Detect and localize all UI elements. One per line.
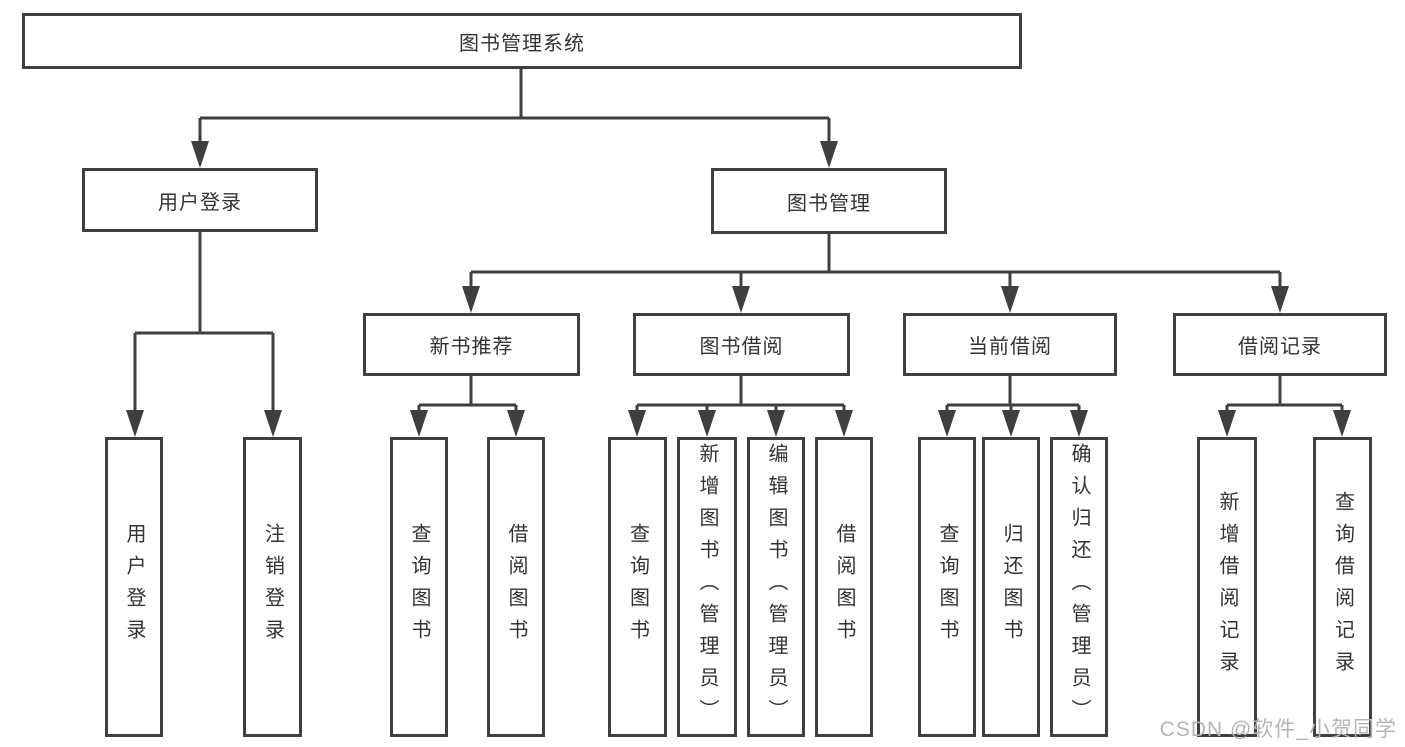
leaf-label: 用户登录 bbox=[123, 523, 145, 651]
node-book-borrow: 图书借阅 bbox=[633, 313, 850, 376]
leaf-label: 查询图书 bbox=[626, 523, 649, 651]
leaf-label: 归还图书 bbox=[1000, 523, 1022, 651]
node-label: 借阅记录 bbox=[1238, 336, 1322, 358]
leaf-label: 借阅图书 bbox=[505, 523, 527, 651]
node-label: 用户登录 bbox=[158, 191, 242, 214]
leaf-label: 编辑图书（管理员） bbox=[765, 443, 787, 731]
arrowhead bbox=[1002, 410, 1020, 437]
leaf-label: 确认归还（管理员） bbox=[1068, 443, 1090, 731]
node-label: 图书管理 bbox=[787, 192, 871, 215]
node-book-management: 图书管理 bbox=[711, 168, 947, 234]
arrowheads bbox=[126, 141, 1351, 437]
arrowhead bbox=[820, 141, 838, 168]
arrowhead bbox=[126, 410, 144, 437]
node-label: 当前借阅 bbox=[968, 336, 1052, 358]
leaf-query-books-recommend: 查询图书 bbox=[390, 437, 448, 737]
arrowhead bbox=[1070, 410, 1088, 437]
node-new-book-recommend: 新书推荐 bbox=[363, 313, 580, 376]
arrowhead bbox=[767, 410, 785, 437]
leaf-borrow-books-recommend: 借阅图书 bbox=[487, 437, 545, 737]
leaf-confirm-return-admin: 确认归还（管理员） bbox=[1050, 437, 1108, 737]
node-borrow-records: 借阅记录 bbox=[1173, 313, 1387, 376]
node-label: 图书管理系统 bbox=[459, 32, 585, 55]
arrowhead bbox=[410, 410, 428, 437]
tree-edges bbox=[133, 69, 1344, 410]
arrowhead bbox=[264, 410, 282, 437]
leaf-add-borrow-record: 新增借阅记录 bbox=[1197, 437, 1257, 737]
leaf-label: 查询借阅记录 bbox=[1331, 491, 1354, 683]
node-root-library-system: 图书管理系统 bbox=[22, 13, 1022, 69]
leaf-edit-book-admin: 编辑图书（管理员） bbox=[747, 437, 805, 737]
leaf-label: 查询图书 bbox=[936, 523, 958, 651]
leaf-return-book: 归还图书 bbox=[982, 437, 1040, 737]
leaf-label: 注销登录 bbox=[261, 523, 284, 651]
arrowhead bbox=[1218, 410, 1236, 437]
arrowhead bbox=[191, 141, 209, 168]
arrowhead bbox=[1333, 410, 1351, 437]
arrowhead bbox=[732, 286, 750, 313]
arrowhead bbox=[938, 410, 956, 437]
node-label: 图书借阅 bbox=[699, 336, 784, 358]
node-user-login: 用户登录 bbox=[82, 168, 318, 232]
leaf-user-login: 用户登录 bbox=[105, 437, 163, 737]
leaf-label: 借阅图书 bbox=[833, 523, 855, 651]
arrowhead bbox=[462, 286, 480, 313]
leaf-label: 查询图书 bbox=[408, 523, 430, 651]
leaf-borrow-books: 借阅图书 bbox=[815, 437, 873, 737]
arrowhead bbox=[628, 410, 646, 437]
leaf-add-book-admin: 新增图书（管理员） bbox=[677, 437, 737, 737]
arrowhead bbox=[1001, 286, 1019, 313]
arrowhead bbox=[507, 410, 525, 437]
leaf-query-borrow-record: 查询借阅记录 bbox=[1313, 437, 1372, 737]
csdn-watermark: CSDN @软件_小贺同学 bbox=[1159, 718, 1397, 741]
node-current-borrow: 当前借阅 bbox=[903, 313, 1117, 376]
leaf-logout: 注销登录 bbox=[243, 437, 302, 737]
arrowhead bbox=[835, 410, 853, 437]
node-label: 新书推荐 bbox=[429, 336, 514, 358]
leaf-label: 新增图书（管理员） bbox=[696, 443, 718, 731]
arrowhead bbox=[1271, 286, 1289, 313]
leaf-label: 新增借阅记录 bbox=[1216, 491, 1238, 683]
leaf-query-books-borrow: 查询图书 bbox=[608, 437, 667, 737]
arrowhead bbox=[698, 410, 716, 437]
leaf-query-books-current: 查询图书 bbox=[918, 437, 976, 737]
